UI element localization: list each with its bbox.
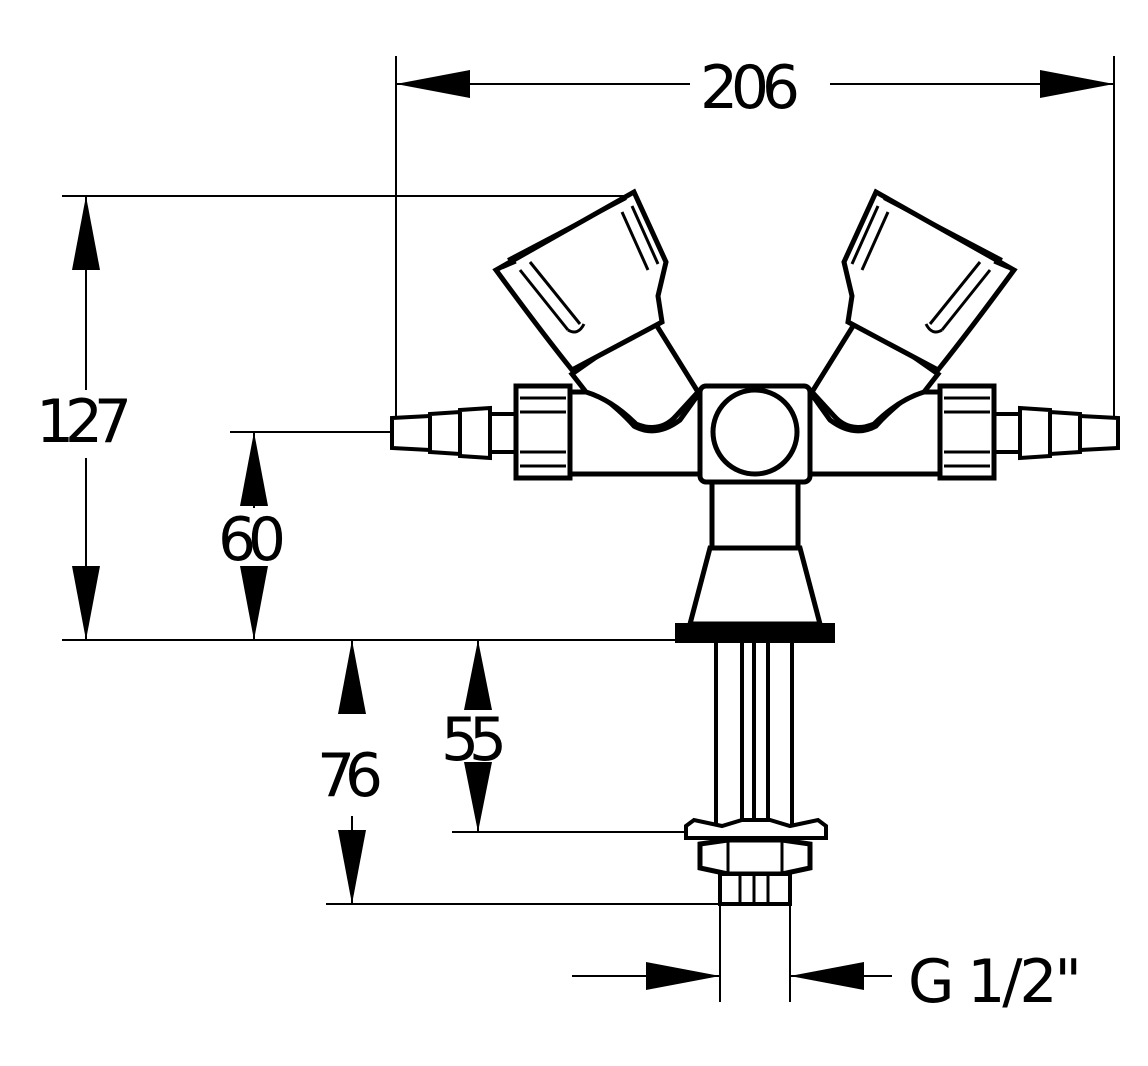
arrow-thread-left [646, 962, 720, 990]
arrow-76-bottom [338, 830, 366, 904]
arrow-127-bottom [72, 566, 100, 640]
dimension-arrows [72, 70, 1114, 990]
dim-76-label: 76 [317, 741, 383, 811]
arrow-206-right [1040, 70, 1114, 98]
arrow-206-left [396, 70, 470, 98]
valve-right [810, 192, 1118, 478]
arrow-thread-right [790, 962, 864, 990]
dim-60-label: 60 [218, 505, 286, 575]
arrow-55-bottom [464, 762, 492, 832]
thread-size-label: G 1/2" [908, 947, 1082, 1017]
arrow-60-bottom [240, 566, 268, 640]
dim-127-label: 127 [36, 387, 132, 457]
valve-left [392, 192, 700, 478]
dim-55-label: 55 [441, 705, 507, 775]
dim-206-label: 206 [700, 53, 800, 123]
arrow-60-top [240, 432, 268, 506]
central-body [675, 383, 835, 906]
arrow-76-top [338, 640, 366, 714]
arrow-55-top [464, 640, 492, 710]
arrow-127-top [72, 196, 100, 270]
